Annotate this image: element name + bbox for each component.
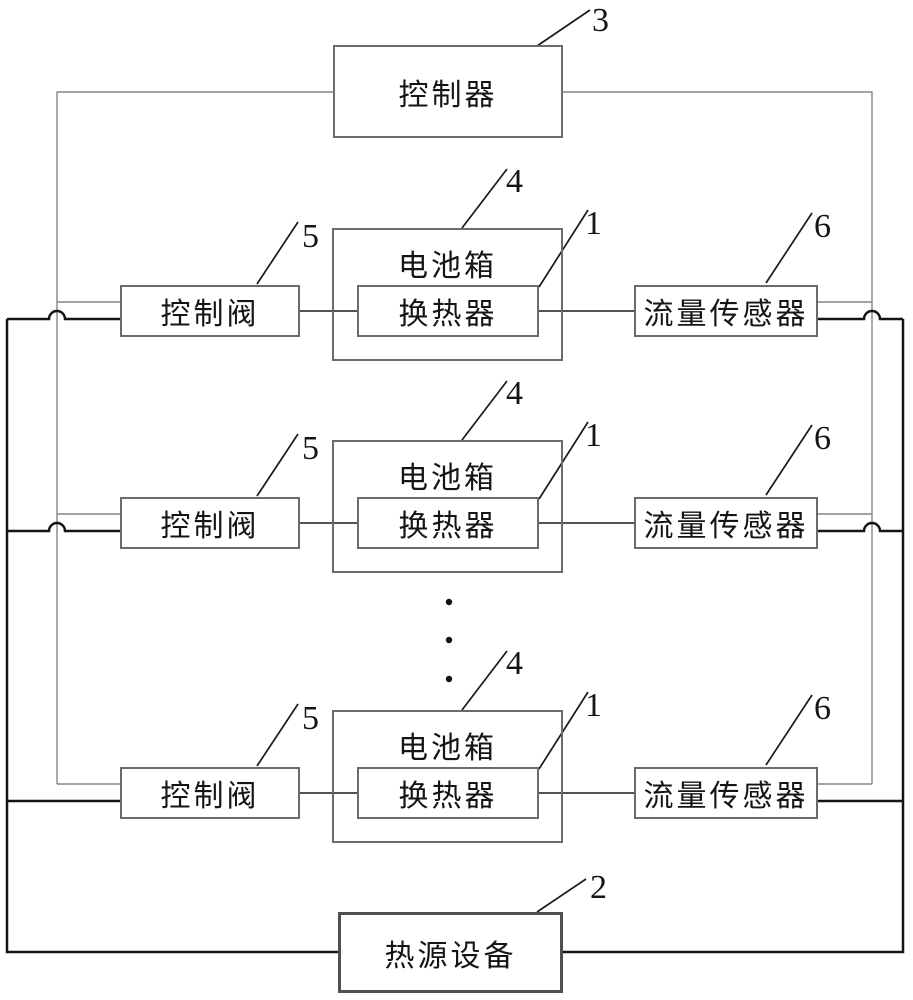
flow-branch-right-row2 <box>818 521 903 533</box>
leader-ref4-row3 <box>461 650 508 711</box>
signal-line-left-trunk <box>56 91 334 784</box>
ref-number-6: 6 <box>814 208 831 245</box>
heat-exchanger-box: 换热器 <box>357 767 539 819</box>
heat-exchanger-label: 换热器 <box>398 780 498 813</box>
leader-ref1-row1 <box>538 209 589 288</box>
ref-number-2: 2 <box>590 869 607 906</box>
ellipsis-dot <box>445 598 453 606</box>
ref-number-5: 5 <box>302 218 319 255</box>
leader-ref6-row3 <box>765 694 813 766</box>
flow-branch-left-row1 <box>7 309 120 321</box>
control-valve-box: 控制阀 <box>120 285 300 337</box>
heat-source-label: 热源设备 <box>384 939 517 973</box>
vertical-ellipsis-dots <box>445 598 453 683</box>
leader-ref5-row2 <box>256 433 299 497</box>
flow-sensor-box: 流量传感器 <box>634 767 818 819</box>
flow-branch-left-row2 <box>7 521 120 533</box>
leader-ref3 <box>536 9 591 47</box>
flow-lines <box>5 309 905 954</box>
signal-branches-right <box>818 301 872 785</box>
ref-number-1: 1 <box>585 205 602 242</box>
flow-branch-right-row1 <box>818 309 903 321</box>
leader-ref4-row1 <box>461 168 508 229</box>
flow-sensor-label: 流量传感器 <box>643 780 809 813</box>
signal-lines <box>56 91 873 785</box>
flow-trunk-right <box>562 319 905 954</box>
ref-number-4: 4 <box>506 163 523 200</box>
signal-line-right-trunk <box>562 91 873 784</box>
control-valve-box: 控制阀 <box>120 497 300 549</box>
leader-ref4-row2 <box>461 380 508 441</box>
ref-number-5: 5 <box>302 700 319 737</box>
ref-number-5: 5 <box>302 430 319 467</box>
heat-exchanger-label: 换热器 <box>398 298 498 331</box>
heat-exchanger-box: 换热器 <box>357 285 539 337</box>
battery-box-label: 电池箱 <box>398 732 497 765</box>
leader-ref1-row3 <box>538 691 589 770</box>
leader-ref5-row1 <box>256 221 299 285</box>
leader-ref6-row1 <box>765 212 813 284</box>
control-valve-label: 控制阀 <box>160 510 260 543</box>
battery-box-label: 电池箱 <box>398 250 497 283</box>
ref-number-6: 6 <box>814 420 831 457</box>
control-valve-label: 控制阀 <box>160 780 260 813</box>
ref-number-6: 6 <box>814 690 831 727</box>
flow-sensor-label: 流量传感器 <box>643 510 809 543</box>
battery-box: 电池箱 <box>332 710 563 843</box>
ellipsis-dot <box>445 675 453 683</box>
controller-label: 控制器 <box>398 78 498 112</box>
battery-box: 电池箱 <box>332 228 563 361</box>
ellipsis-dot <box>445 636 453 644</box>
control-valve-label: 控制阀 <box>160 298 260 331</box>
flow-sensor-label: 流量传感器 <box>643 298 809 331</box>
flow-sensor-box: 流量传感器 <box>634 285 818 337</box>
control-valve-box: 控制阀 <box>120 767 300 819</box>
controller-box: 控制器 <box>333 45 563 138</box>
leader-ref2 <box>536 878 587 913</box>
leader-ref5-row3 <box>256 703 299 767</box>
ref-number-4: 4 <box>506 375 523 412</box>
ref-number-3: 3 <box>592 2 609 39</box>
signal-branches-left <box>57 301 120 785</box>
leader-ref6-row2 <box>765 424 813 496</box>
flow-sensor-box: 流量传感器 <box>634 497 818 549</box>
leader-lines <box>256 9 813 913</box>
heat-source-box: 热源设备 <box>338 912 563 993</box>
ref-number-1: 1 <box>585 417 602 454</box>
battery-box: 电池箱 <box>332 440 563 573</box>
heat-exchanger-label: 换热器 <box>398 510 498 543</box>
ref-number-4: 4 <box>506 645 523 682</box>
leader-ref1-row2 <box>538 421 589 500</box>
ref-number-1: 1 <box>585 687 602 724</box>
battery-box-label: 电池箱 <box>398 462 497 495</box>
component-links <box>300 310 634 794</box>
heat-exchanger-box: 换热器 <box>357 497 539 549</box>
